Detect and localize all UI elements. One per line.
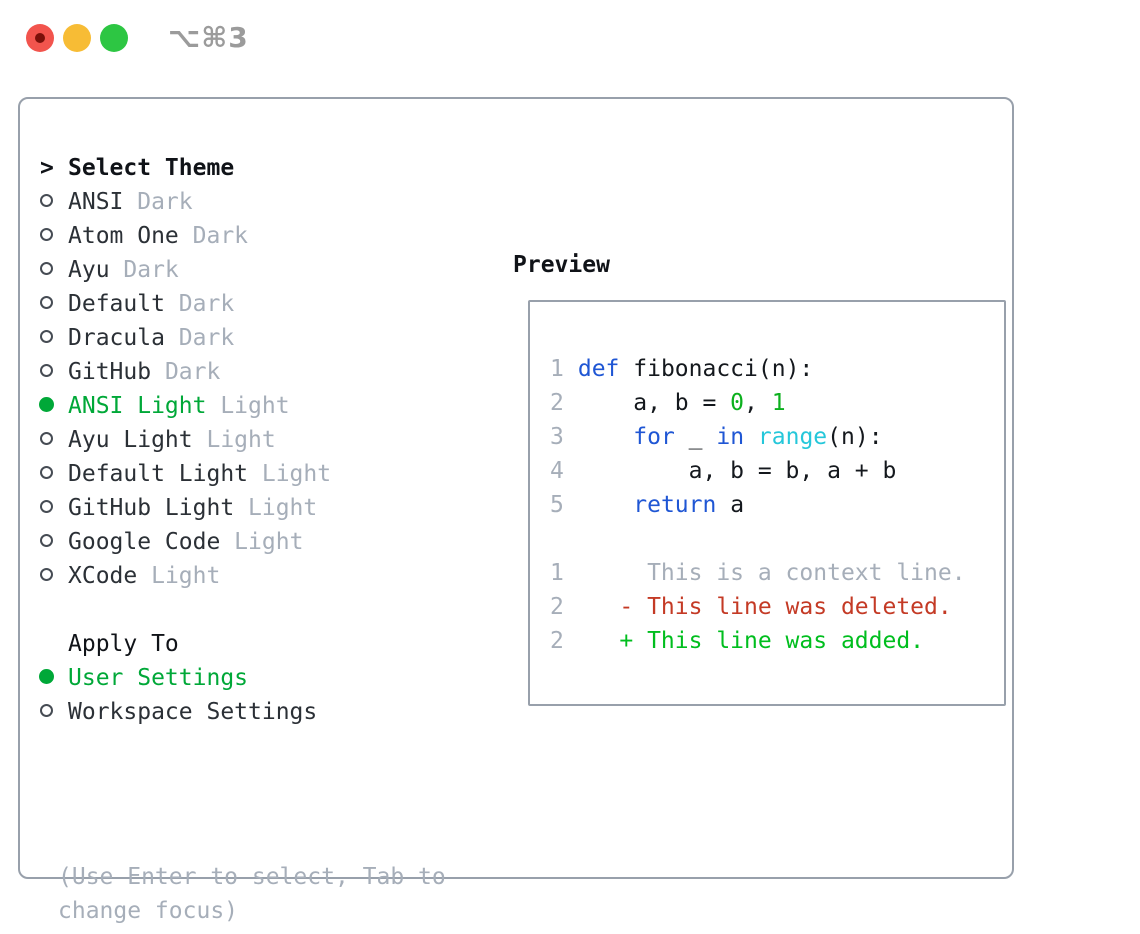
apply-to-option-user-settings[interactable]: User Settings [39,661,317,695]
radio-icon [40,253,68,287]
apply-to-label: Workspace Settings [68,699,318,725]
line-number: 1 [550,356,564,382]
window-title: ⌥⌘3 [168,21,249,54]
radio-icon [40,321,68,355]
code-line: 1 def fibonacci(n): [550,352,966,386]
code-line: 1 This is a context line. [550,556,966,590]
radio-icon [40,457,68,491]
theme-name: Default Light [68,461,249,487]
theme-list-title: Select Theme [68,155,235,181]
theme-variant-tag: Dark [151,359,221,385]
theme-variant-tag: Dark [109,257,179,283]
radio-selected-icon [39,389,68,423]
apply-to-option-workspace-settings[interactable]: Workspace Settings [40,695,317,729]
theme-variant-tag: Light [206,393,290,419]
theme-name: Atom One [68,223,179,249]
theme-option-ayu-light[interactable]: Ayu Light Light [40,423,331,457]
line-number: 5 [550,492,564,518]
zoom-button[interactable] [100,24,128,52]
theme-variant-tag: Light [192,427,276,453]
theme-name: Google Code [68,529,221,555]
code-line: 5 return a [550,488,966,522]
theme-name: ANSI Light [68,393,207,419]
apply-to-title: Apply To [68,631,179,657]
radio-icon [40,355,68,389]
theme-option-github[interactable]: GitHub Dark [40,355,331,389]
theme-option-ansi-light[interactable]: ANSI Light Light [39,389,331,423]
theme-option-ayu[interactable]: Ayu Dark [40,253,331,287]
theme-option-xcode[interactable]: XCode Light [40,559,331,593]
line-number: 1 [550,560,564,586]
theme-option-default[interactable]: Default Dark [40,287,331,321]
line-number: 3 [550,424,564,450]
theme-variant-tag: Light [137,563,221,589]
theme-option-ansi[interactable]: ANSI Dark [40,185,331,219]
code-line: 2 - This line was deleted. [550,590,966,624]
radio-icon [40,287,68,321]
theme-name: Ayu Light [68,427,193,453]
theme-option-dracula[interactable]: Dracula Dark [40,321,331,355]
theme-variant-tag: Dark [164,325,235,351]
keyboard-hint: (Use Enter to select, Tab to change focu… [58,864,446,924]
close-dot-icon [35,33,45,43]
radio-icon [40,559,68,593]
theme-option-default-light[interactable]: Default Light Light [40,457,331,491]
theme-option-github-light[interactable]: GitHub Light Light [40,491,331,525]
theme-name: Dracula [68,325,165,351]
theme-name: GitHub Light [68,495,235,521]
theme-variant-tag: Dark [164,291,235,317]
apply-to-header: Apply To [40,627,317,661]
theme-variant-tag: Light [234,495,318,521]
theme-name: Default [68,291,165,317]
theme-variant-tag: Dark [178,223,249,249]
apply-to-label: User Settings [68,665,249,691]
theme-variant-tag: Light [248,461,332,487]
code-line: 3 for _ in range(n): [550,420,966,454]
theme-name: GitHub [68,359,152,385]
preview-title: Preview [513,252,610,278]
code-line: 2 a, b = 0, 1 [550,386,966,420]
radio-icon [40,423,68,457]
theme-name: ANSI [68,189,124,215]
minimize-button[interactable] [63,24,91,52]
theme-variant-tag: Light [220,529,304,555]
theme-variant-tag: Dark [123,189,193,215]
theme-list-header: > Select Theme [40,151,331,185]
line-number: 2 [550,390,564,416]
code-line [550,522,966,556]
line-number: 4 [550,458,564,484]
code-line: 4 a, b = b, a + b [550,454,966,488]
theme-name: XCode [68,563,138,589]
radio-icon [40,491,68,525]
theme-option-google-code[interactable]: Google Code Light [40,525,331,559]
line-number: 2 [550,594,564,620]
code-line: 2 + This line was added. [550,624,966,658]
line-number: 2 [550,628,564,654]
radio-selected-icon [39,661,68,695]
radio-icon [40,185,68,219]
radio-icon [40,525,68,559]
radio-icon [40,695,68,729]
theme-option-atom-one[interactable]: Atom One Dark [40,219,331,253]
theme-name: Ayu [68,257,110,283]
selection-prompt-icon: > [40,155,54,181]
radio-icon [40,219,68,253]
close-button[interactable] [26,24,54,52]
